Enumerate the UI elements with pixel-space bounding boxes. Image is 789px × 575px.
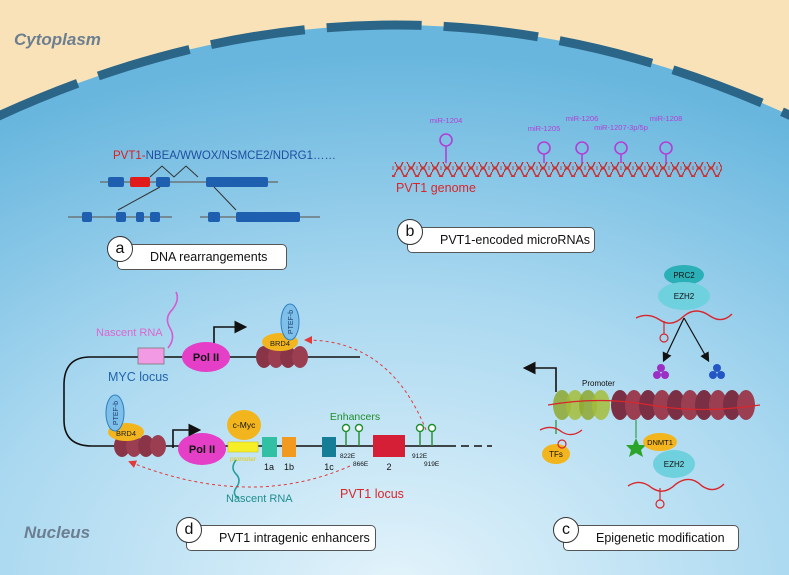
pol2-bottom-label: Pol II	[189, 444, 215, 456]
panel-b-letter: b	[397, 219, 423, 245]
fusion-gene-label: PVT1-NBEA/WWOX/NSMCE2/NDRG1……	[113, 150, 336, 162]
ezh2-bottom-label: EZH2	[664, 460, 685, 469]
exon-1b	[282, 437, 296, 457]
nascent-rna-bottom-strand	[232, 459, 240, 499]
mirna-hairpin-2: miR-1205	[528, 124, 561, 163]
mirna-hairpin-3: miR-1206	[566, 114, 599, 163]
tfs-label: TFs	[549, 450, 563, 459]
ptefb-top-icon	[280, 303, 300, 341]
dnmt1-label: DNMT1	[647, 438, 673, 447]
fusion-partners: NBEA/WWOX/NSMCE2/NDRG1……	[146, 150, 336, 162]
mirna-loop	[537, 141, 551, 155]
ezh2-bottom-icon	[653, 450, 695, 478]
nuclear-membrane	[0, 20, 789, 121]
chromatin-nucleosomes	[611, 390, 755, 420]
enhancer-lollipops	[341, 423, 437, 446]
mirna-hairpins: miR-1204 miR-1205 miR-1206miR-1207-3p/5pmi…	[430, 114, 683, 163]
panel-a-caption: DNA rearrangements	[150, 250, 268, 264]
nascent-rna-top-label: Nascent RNA	[96, 327, 163, 339]
promoter-d-label: promoter	[230, 456, 257, 463]
panel-c-letter: c	[553, 517, 579, 543]
mirna-hairpin-4: miR-1207-3p/5p	[594, 123, 648, 163]
exon-1a	[262, 437, 277, 457]
tss-arrow-bottom	[172, 423, 202, 448]
brd4-bottom-label: BRD4	[116, 429, 136, 438]
panel-d-caption-box: PVT1 intragenic enhancers	[186, 525, 376, 551]
enhancer-919e: 919E	[424, 461, 440, 468]
nucleosome-cluster-top	[256, 346, 308, 368]
pvt1-locus-label: PVT1 locus	[340, 487, 404, 501]
exon-1c	[322, 437, 336, 457]
panel-b-caption-box: PVT1-encoded microRNAs	[407, 227, 595, 253]
ezh2-top-label: EZH2	[674, 292, 695, 301]
panel-c-caption: Epigenetic modification	[596, 531, 725, 545]
exon-1c-label: 1c	[324, 462, 334, 472]
promoter-c-label: Promoter	[582, 379, 615, 388]
mirna-label: miR-1207-3p/5p	[594, 123, 648, 132]
enhancer-822e: 822E	[340, 453, 356, 460]
nascent-rna-bottom-label: Nascent RNA	[226, 493, 293, 505]
mirna-label: miR-1208	[650, 114, 683, 123]
prc2-label: PRC2	[673, 271, 695, 280]
myc-gene-box	[137, 347, 165, 365]
cmyc-icon	[227, 410, 261, 440]
enhancers-label: Enhancers	[330, 411, 380, 423]
exon-1a-label: 1a	[264, 462, 274, 472]
tfs-icon	[542, 444, 570, 464]
exon-2	[373, 435, 405, 457]
panel-a-caption-box: DNA rearrangements	[117, 244, 287, 270]
panel-d-caption: PVT1 intragenic enhancers	[219, 531, 370, 545]
tss-arrow-top	[213, 320, 248, 343]
panel-a-diagram	[68, 165, 320, 222]
cmyc-label: c-Myc	[233, 420, 256, 430]
prc2-icon	[664, 265, 704, 285]
nascent-rna-top-strand	[166, 291, 179, 349]
mirna-loop	[659, 141, 673, 155]
ezh2-top-icon	[658, 282, 710, 310]
mirna-label: miR-1205	[528, 124, 561, 133]
ptefb-bottom-label: PTEF-b	[113, 401, 120, 425]
genome-label: PVT1 genome	[396, 181, 476, 195]
myc-locus-label: MYC locus	[108, 370, 168, 384]
dnmt1-icon	[643, 433, 677, 451]
panel-c-caption-box: Epigenetic modification	[563, 525, 739, 551]
mirna-loop	[439, 133, 453, 147]
panel-d-diagram	[63, 291, 492, 499]
enhancer-912e: 912E	[412, 453, 428, 460]
pol2-bottom-icon	[178, 433, 226, 465]
mirna-label: miR-1204	[430, 116, 463, 125]
panel-a-letter: a	[107, 236, 133, 262]
methylation-star	[626, 438, 646, 457]
pvt1-genome-helix	[392, 162, 722, 177]
promoter-box	[227, 441, 259, 453]
enhancer-to-pvt1-arrow	[128, 460, 351, 488]
pol2-top-icon	[182, 342, 230, 372]
pol2-top-label: Pol II	[193, 352, 219, 364]
brd4-top-label: BRD4	[270, 339, 290, 348]
exon-1b-label: 1b	[284, 462, 294, 472]
panel-c-diagram	[522, 265, 761, 509]
panel-b-caption: PVT1-encoded microRNAs	[440, 233, 591, 247]
ptefb-top-label: PTEF-b	[288, 310, 295, 334]
mirna-hairpin-5: miR-1208	[650, 114, 683, 163]
promoter-nucleosomes	[553, 390, 610, 420]
nucleus-label: Nucleus	[24, 523, 91, 542]
panel-d-letter: d	[176, 517, 202, 543]
mirna-loop	[575, 141, 589, 155]
cytoplasm-label: Cytoplasm	[14, 30, 101, 49]
exon-2-label: 2	[386, 462, 391, 472]
enhancer-866e: 866E	[353, 461, 369, 468]
fusion-prefix: PVT1-	[113, 150, 146, 162]
mirna-label: miR-1206	[566, 114, 599, 123]
mirna-loop	[614, 141, 628, 155]
mirna-hairpin-1: miR-1204	[430, 116, 463, 163]
ptefb-bottom-icon	[105, 394, 125, 432]
